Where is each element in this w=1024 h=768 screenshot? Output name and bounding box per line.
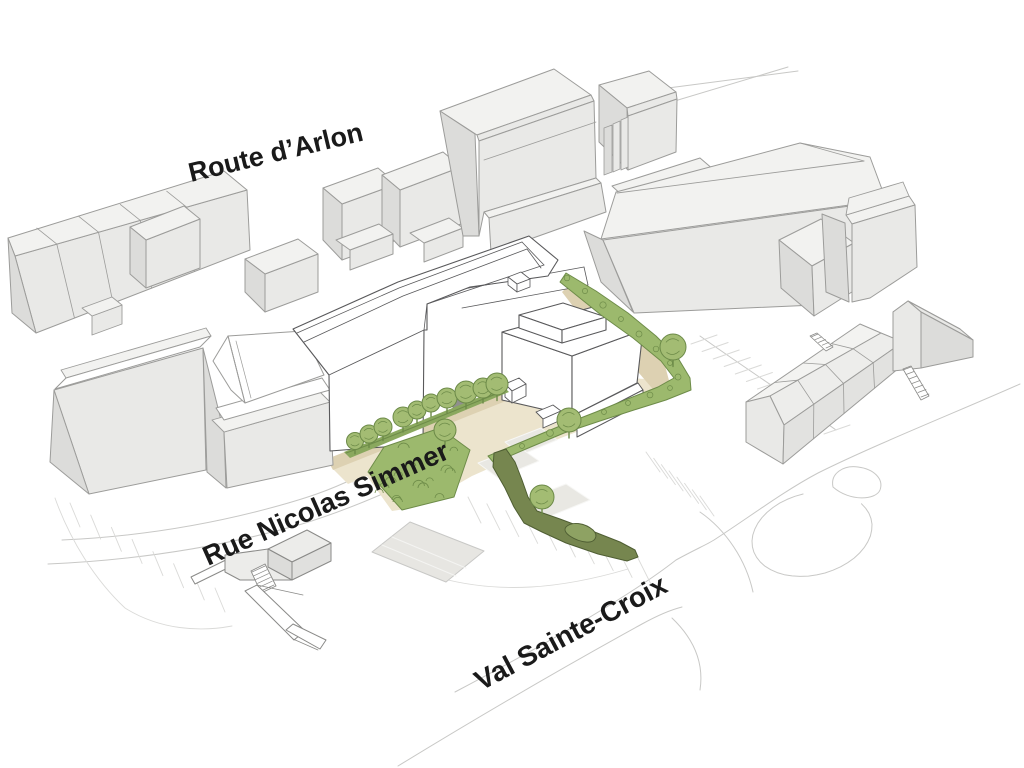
svg-text:Val Sainte-Croix: Val Sainte-Croix <box>469 569 672 697</box>
svg-text:Route d’Arlon: Route d’Arlon <box>185 117 366 188</box>
